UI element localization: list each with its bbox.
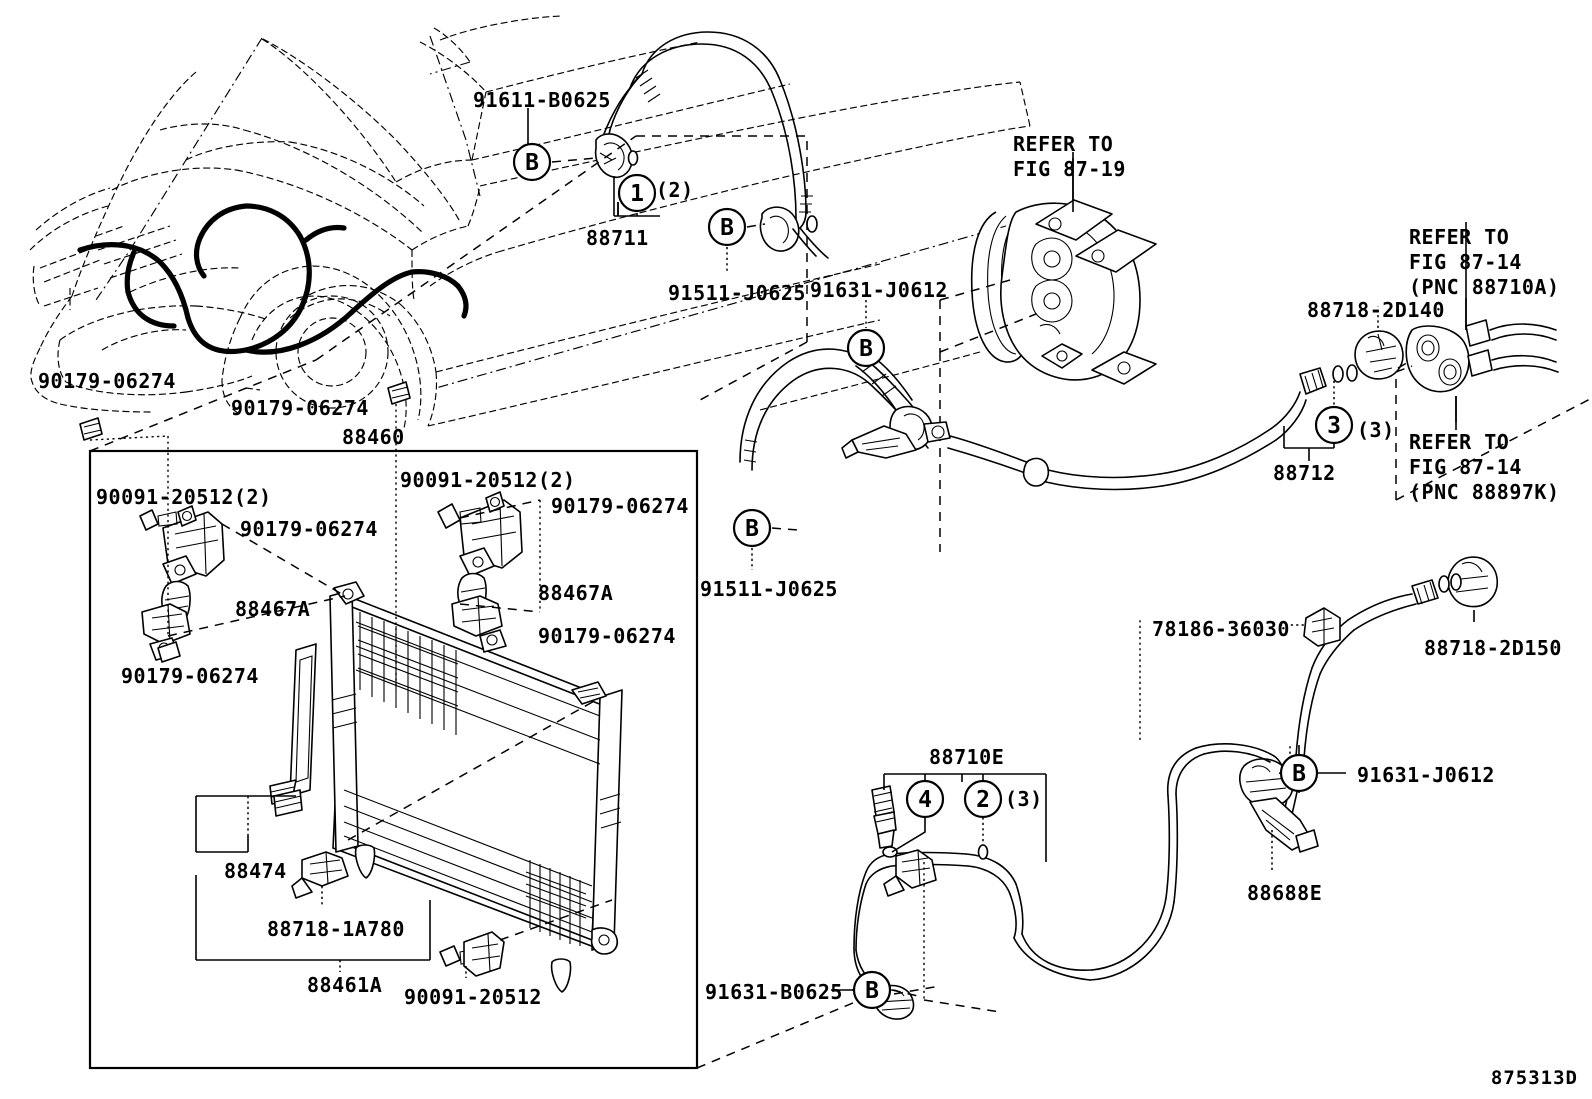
part-label-88711: 88711: [586, 226, 649, 250]
part-label-90179-06274-d: 90179-06274: [551, 494, 689, 518]
part-label-90091-20512-right: 90091-20512(2): [400, 468, 576, 492]
part-label-90179-06274-e: 90179-06274: [538, 624, 676, 648]
part-label-88460: 88460: [342, 425, 405, 449]
part-label-88474: 88474: [224, 859, 287, 883]
hose-88712-suction: [739, 348, 1358, 491]
compressor-assembly: [939, 152, 1157, 552]
part-label-90179-06274-b: 90179-06274: [231, 396, 369, 420]
part-label-88688e: 88688E: [1247, 881, 1323, 905]
part-label-88467a-right: 88467A: [538, 581, 614, 605]
diagram-code: 875313D: [1490, 1067, 1578, 1089]
part-label-88461a: 88461A: [307, 973, 383, 997]
bracket-88688e: [1139, 620, 1346, 872]
part-label-91611-b0625: 91611-B0625: [473, 88, 611, 112]
part-label-91511-j0625-lower: 91511-J0625: [700, 577, 838, 601]
part-label-88718-1a780: 88718-1A780: [267, 917, 405, 941]
part-label-88712: 88712: [1273, 461, 1336, 485]
pipe-right-lower-88718-2d150: [1280, 556, 1499, 815]
reference-fig-87-14-88710a: REFER TO FIG 87-14 (PNC 88710A): [1409, 225, 1560, 299]
vehicle-outline-illustration: [29, 15, 1031, 429]
part-label-88718-2d140: 88718-2D140: [1307, 298, 1445, 322]
reference-block-87-14: [1395, 222, 1592, 501]
part-label-90179-06274-a: 90179-06274: [38, 369, 176, 393]
part-label-78186-36030: 78186-36030: [1152, 617, 1290, 641]
grommet-88718-2d140: [1354, 306, 1404, 380]
part-label-91631-j0612-lower: 91631-J0612: [1357, 763, 1495, 787]
qty-label-3-88712: (3): [1357, 418, 1395, 442]
qty-label-3-88710e: (3): [1005, 787, 1043, 811]
part-label-90091-20512-left: 90091-20512(2): [96, 485, 272, 509]
part-label-90179-06274-c: 90179-06274: [240, 517, 378, 541]
part-label-88718-2d150: 88718-2D150: [1424, 636, 1562, 660]
hose-88711-assembly: [594, 31, 829, 259]
qty-label-2: (2): [656, 178, 694, 202]
part-label-88710e: 88710E: [929, 745, 1005, 769]
part-label-88467a-left: 88467A: [235, 597, 311, 621]
part-label-91511-j0625-upper: 91511-J0625: [668, 281, 806, 305]
reference-fig-87-14-88897k: REFER TO FIG 87-14 (PNC 88897K): [1409, 430, 1560, 504]
part-label-90179-06274-f: 90179-06274: [121, 664, 259, 688]
projection-dashes-88711: [89, 135, 861, 1069]
part-label-91631-j0612-upper: 91631-J0612: [810, 278, 948, 302]
part-label-90091-20512-bottom: 90091-20512: [404, 985, 542, 1009]
reference-fig-87-19: REFER TO FIG 87-19: [1013, 132, 1126, 181]
pipe-88710e-assembly: [831, 743, 1285, 1020]
condenser-group-boundary: [88, 449, 699, 1070]
part-label-91631-b0625: 91631-B0625: [705, 980, 843, 1004]
condenser-assembly: [79, 381, 623, 993]
